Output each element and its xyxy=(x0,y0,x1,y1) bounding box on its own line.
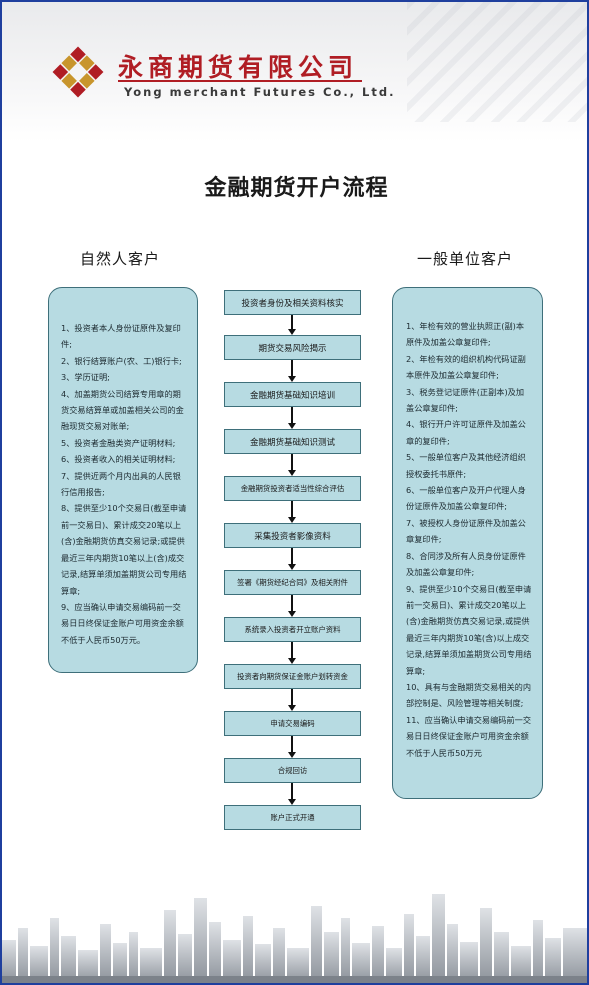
page-title: 金融期货开户流程 xyxy=(204,176,389,201)
requirement-item: 2、银行结算账户(农、工)银行卡; xyxy=(61,355,182,366)
flow-arrow-icon xyxy=(288,501,296,523)
flow-arrow-icon xyxy=(288,736,296,758)
flow-step-risk-disclosure: 期货交易风险揭示 xyxy=(224,335,361,360)
flow-arrow-icon xyxy=(288,315,296,335)
requirement-item: 1、年检有效的营业执照正(副)本原件及加盖公章复印件; xyxy=(406,321,525,348)
requirement-item: 5、投资者金融类资产证明材料; xyxy=(61,437,176,448)
requirement-item: 6、投资者收入的相关证明材料; xyxy=(61,454,176,465)
flow-step-image-capture: 采集投资者影像资料 xyxy=(224,523,361,548)
company-name-en: Yong merchant Futures Co., Ltd. xyxy=(124,85,396,99)
city-skyline-image xyxy=(2,894,587,983)
requirement-item: 7、提供近两个月内出具的人民银行信用报告; xyxy=(61,470,181,498)
company-name-cn: 永商期货有限公司 xyxy=(118,53,359,82)
institution-client-heading: 一般单位客户 xyxy=(417,250,514,268)
requirement-item: 4、加盖期货公司结算专用章的期货交易结算单或加盖相关公司的金融现货交易对账单; xyxy=(61,388,184,432)
individual-client-heading: 自然人客户 xyxy=(80,250,161,268)
flow-step-trading-code: 申请交易编码 xyxy=(224,711,361,736)
requirement-item: 1、投资者本人身份证原件及复印件; xyxy=(61,323,181,350)
flow-step-account-opened: 账户正式开通 xyxy=(224,805,361,830)
flow-arrow-icon xyxy=(288,454,296,476)
flow-step-system-entry: 系统录入投资者开立账户资料 xyxy=(224,617,361,642)
flow-arrow-icon xyxy=(288,642,296,664)
flow-arrow-icon xyxy=(288,407,296,429)
flow-arrow-icon xyxy=(288,595,296,617)
requirement-item: 8、合同涉及所有人员身份证原件及加盖公章复印件; xyxy=(406,550,526,578)
header-decoration xyxy=(407,2,587,122)
flow-step-suitability-assessment: 金融期货投资者适当性综合评估 xyxy=(224,476,361,501)
requirement-item: 6、一般单位客户及开户代理人身份证原件及加盖公章复印件; xyxy=(406,485,526,512)
requirement-item: 9、提供至少10个交易日(截至申请前一交易日)、累计成交20笔以上(含)金融期货… xyxy=(406,583,532,676)
requirement-item: 10、具有与金融期货交易相关的内部控制是、风险管理等相关制度; xyxy=(406,681,532,709)
requirement-item: 9、应当确认申请交易编码前一交易日日终保证金账户可用资金余额不低于人民币50万元… xyxy=(61,601,184,645)
flow-step-sign-contract: 签署《期货经纪合同》及相关附件 xyxy=(224,570,361,595)
requirement-item: 2、年检有效的组织机构代码证副本原件及加盖公章复印件; xyxy=(406,353,526,381)
flow-step-training: 金融期货基础知识培训 xyxy=(224,382,361,407)
institution-requirements-box: 1、年检有效的营业执照正(副)本原件及加盖公章复印件; 2、年检有效的组织机构代… xyxy=(392,287,543,799)
requirement-item: 5、一般单位客户及其他经济组织授权委托书原件; xyxy=(406,452,526,479)
flow-step-knowledge-test: 金融期货基础知识测试 xyxy=(224,429,361,454)
flow-step-fund-transfer: 投资者向期货保证金账户划转资金 xyxy=(224,664,361,689)
logo-divider xyxy=(118,80,362,82)
flow-arrow-icon xyxy=(288,689,296,711)
requirement-item: 3、学历证明; xyxy=(61,372,110,383)
requirement-item: 4、银行开户许可证原件及加盖公章的复印件; xyxy=(406,419,526,446)
requirement-item: 8、提供至少10个交易日(截至申请前一交易日)、累计成交20笔以上(含)金融期货… xyxy=(61,503,187,596)
flow-arrow-icon xyxy=(288,548,296,570)
requirement-item: 11、应当确认申请交易编码前一交易日日终保证金账户可用资金余额不低于人民币50万… xyxy=(406,714,532,758)
flow-step-compliance-callback: 合规回访 xyxy=(224,758,361,783)
flow-arrow-icon xyxy=(288,360,296,382)
individual-requirements-box: 1、投资者本人身份证原件及复印件; 2、银行结算账户(农、工)银行卡; 3、学历… xyxy=(48,287,198,673)
flow-step-verify-identity: 投资者身份及相关资料核实 xyxy=(224,290,361,315)
flow-arrow-icon xyxy=(288,783,296,805)
requirement-item: 3、税务登记证原件(正副本)及加盖公章复印件; xyxy=(406,386,525,414)
requirement-item: 7、被授权人身份证原件及加盖公章复印件; xyxy=(406,517,526,545)
company-logo-icon xyxy=(52,46,104,98)
